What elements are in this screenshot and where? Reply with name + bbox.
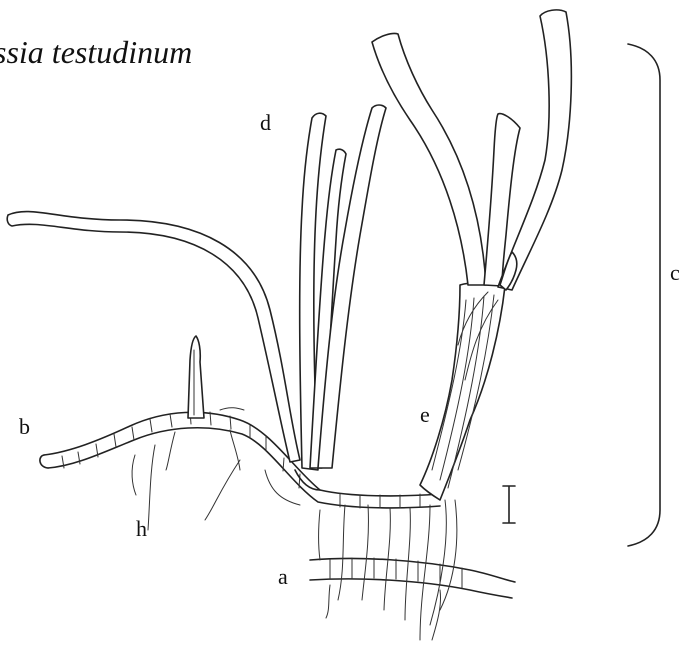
young-shoot <box>188 336 204 418</box>
scale-bar <box>503 486 515 523</box>
main-rhizome <box>310 558 515 598</box>
middle-shoot-leaves <box>7 105 386 490</box>
label-e: e <box>420 404 430 426</box>
bracket-c <box>628 44 660 546</box>
label-a: a <box>278 566 288 588</box>
label-h: h <box>136 518 147 540</box>
label-c: c <box>670 262 680 284</box>
label-d: d <box>260 112 271 134</box>
lateral-rhizome <box>40 411 440 508</box>
label-b: b <box>19 416 30 438</box>
right-shoot-leaves <box>372 10 571 500</box>
